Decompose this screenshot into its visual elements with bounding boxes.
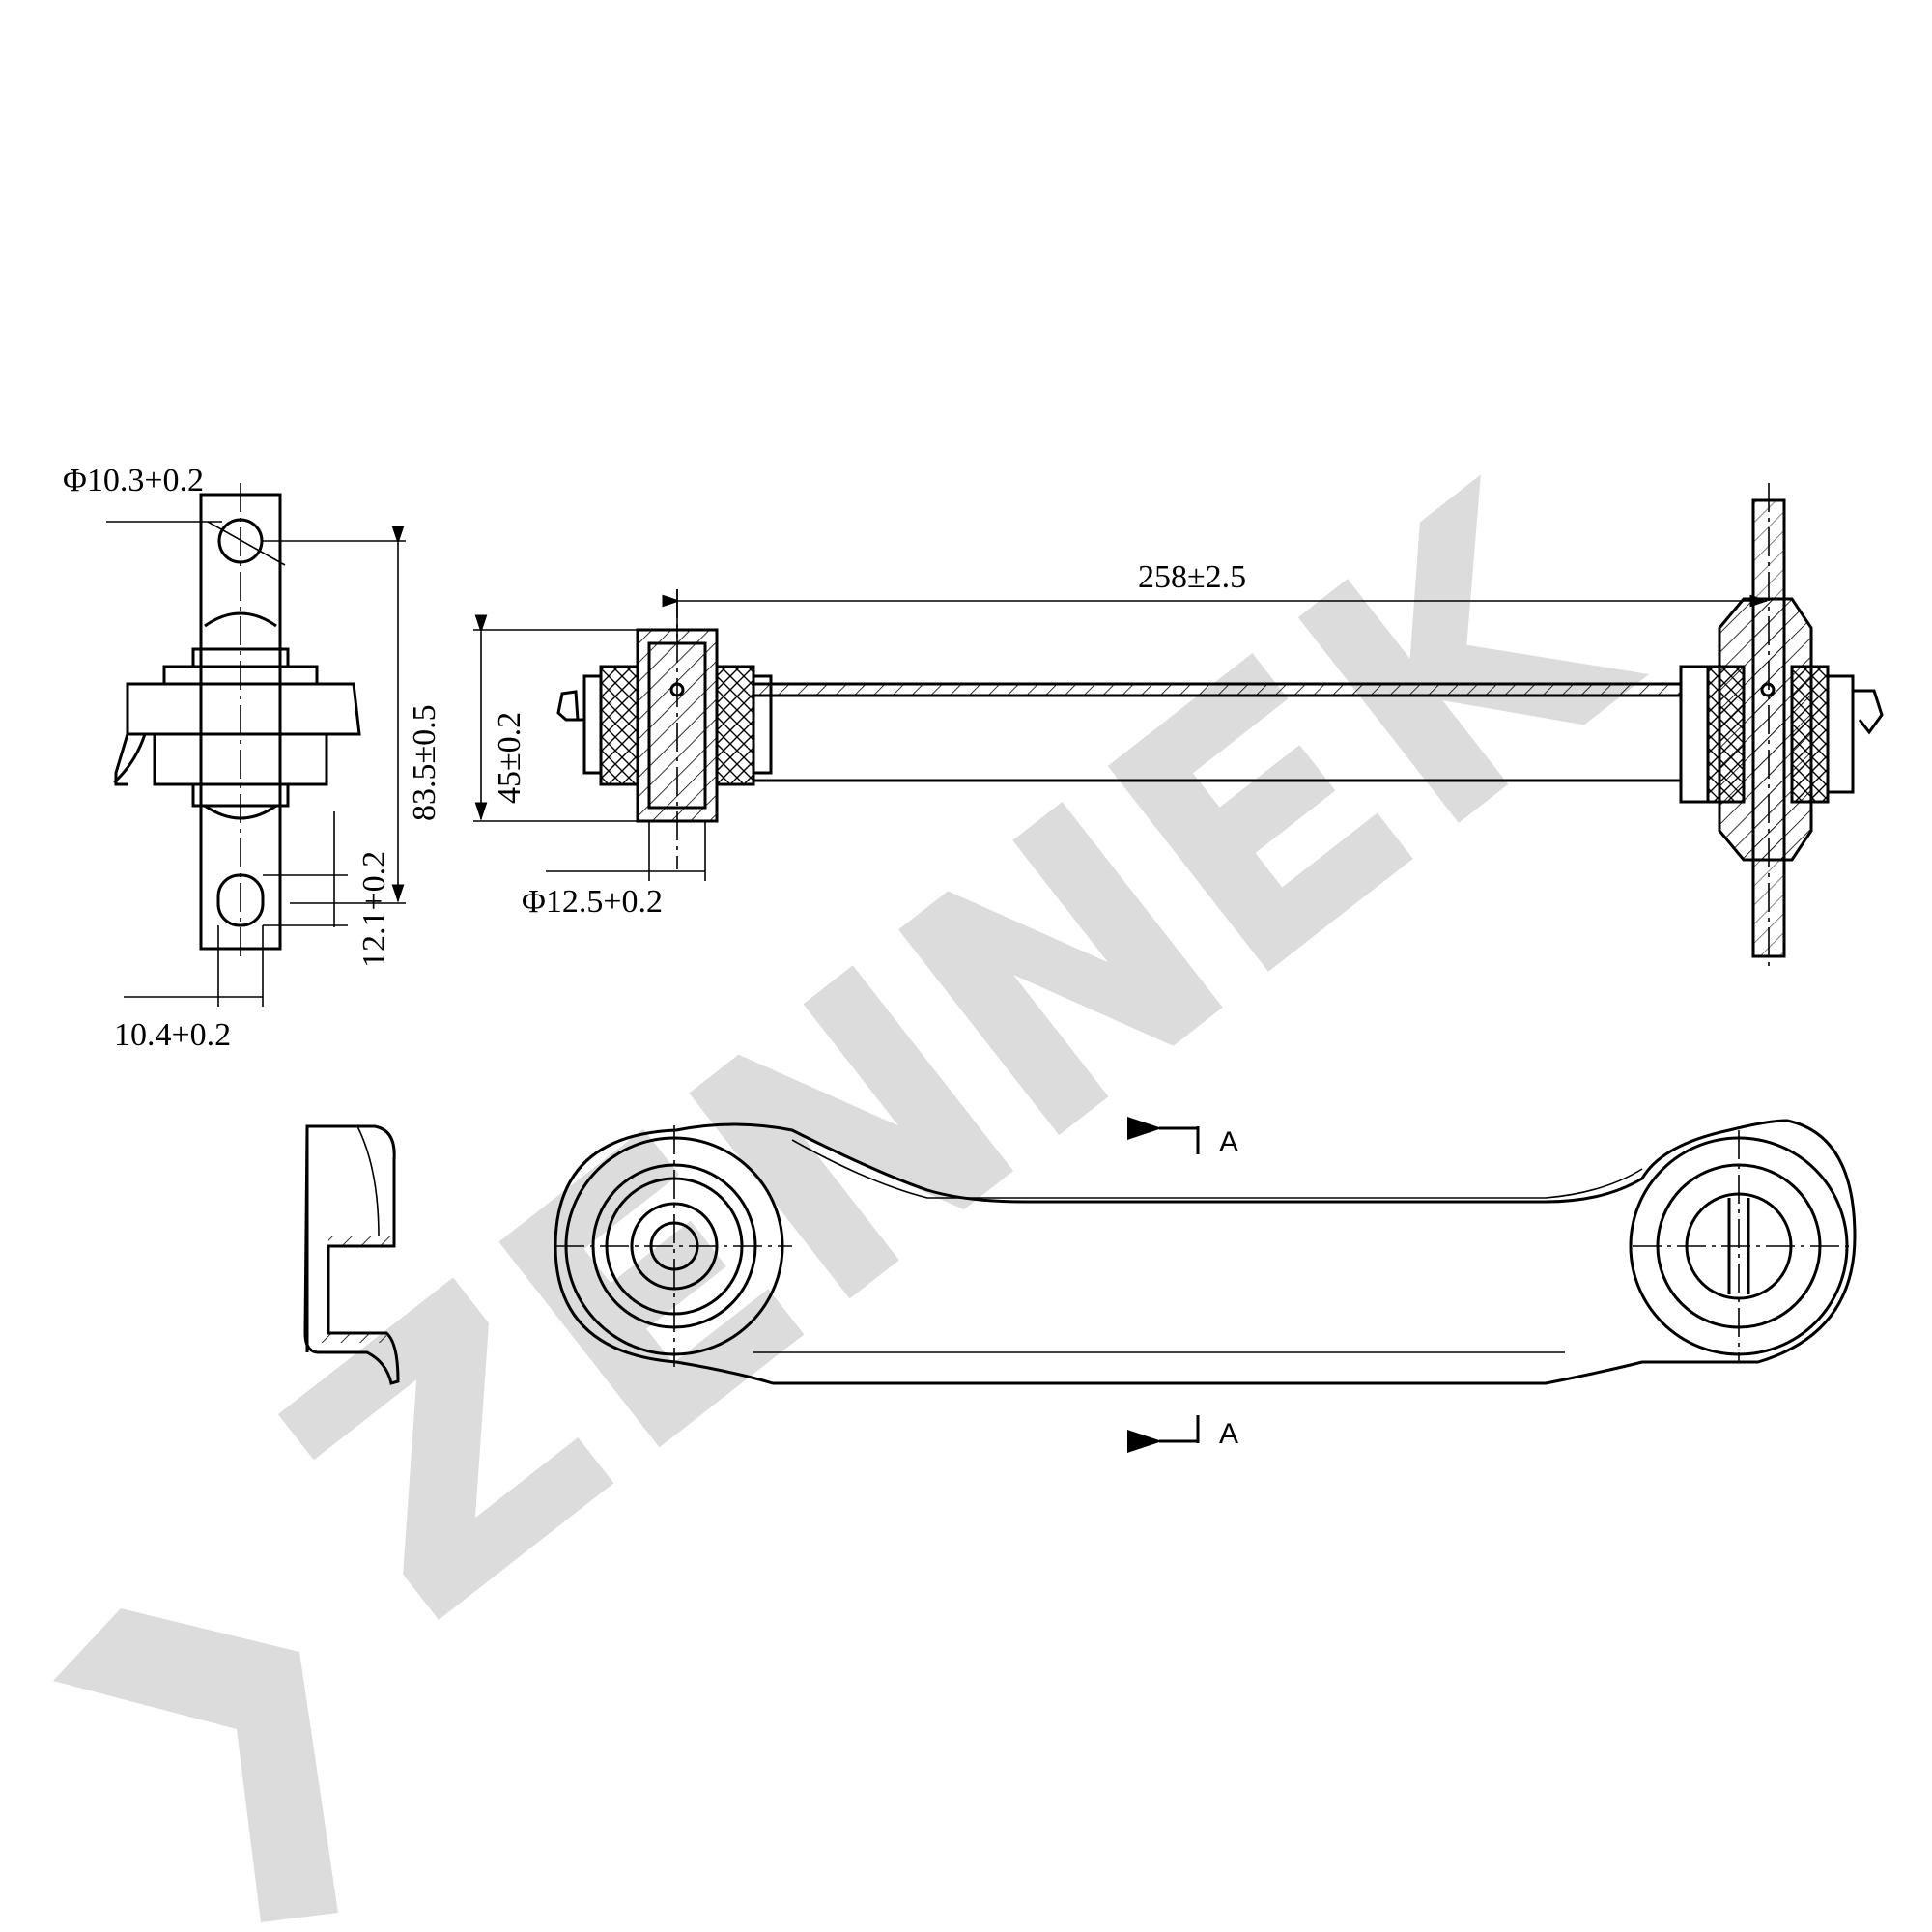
- plan-view: [554, 1117, 1857, 1453]
- dim-bolt-hole-diameter: Φ10.3+0.2: [63, 463, 204, 498]
- section-view: [473, 483, 1884, 966]
- profile-view: [303, 1124, 400, 1385]
- dim-bushing-bore: Φ12.5+0.2: [522, 884, 663, 920]
- dim-bushing-width: 45±0.2: [492, 712, 527, 804]
- dim-overall-height: 83.5±0.5: [407, 704, 442, 821]
- section-mark-bottom: A: [1219, 1418, 1238, 1450]
- watermark-logo: [53, 474, 1649, 1922]
- end-view: [106, 483, 406, 1007]
- dim-center-distance: 258±2.5: [1138, 559, 1246, 595]
- dim-slot-length: 12.1+0.2: [356, 851, 392, 968]
- dim-slot-width: 10.4+0.2: [114, 1017, 231, 1053]
- section-mark-top: A: [1219, 1126, 1238, 1158]
